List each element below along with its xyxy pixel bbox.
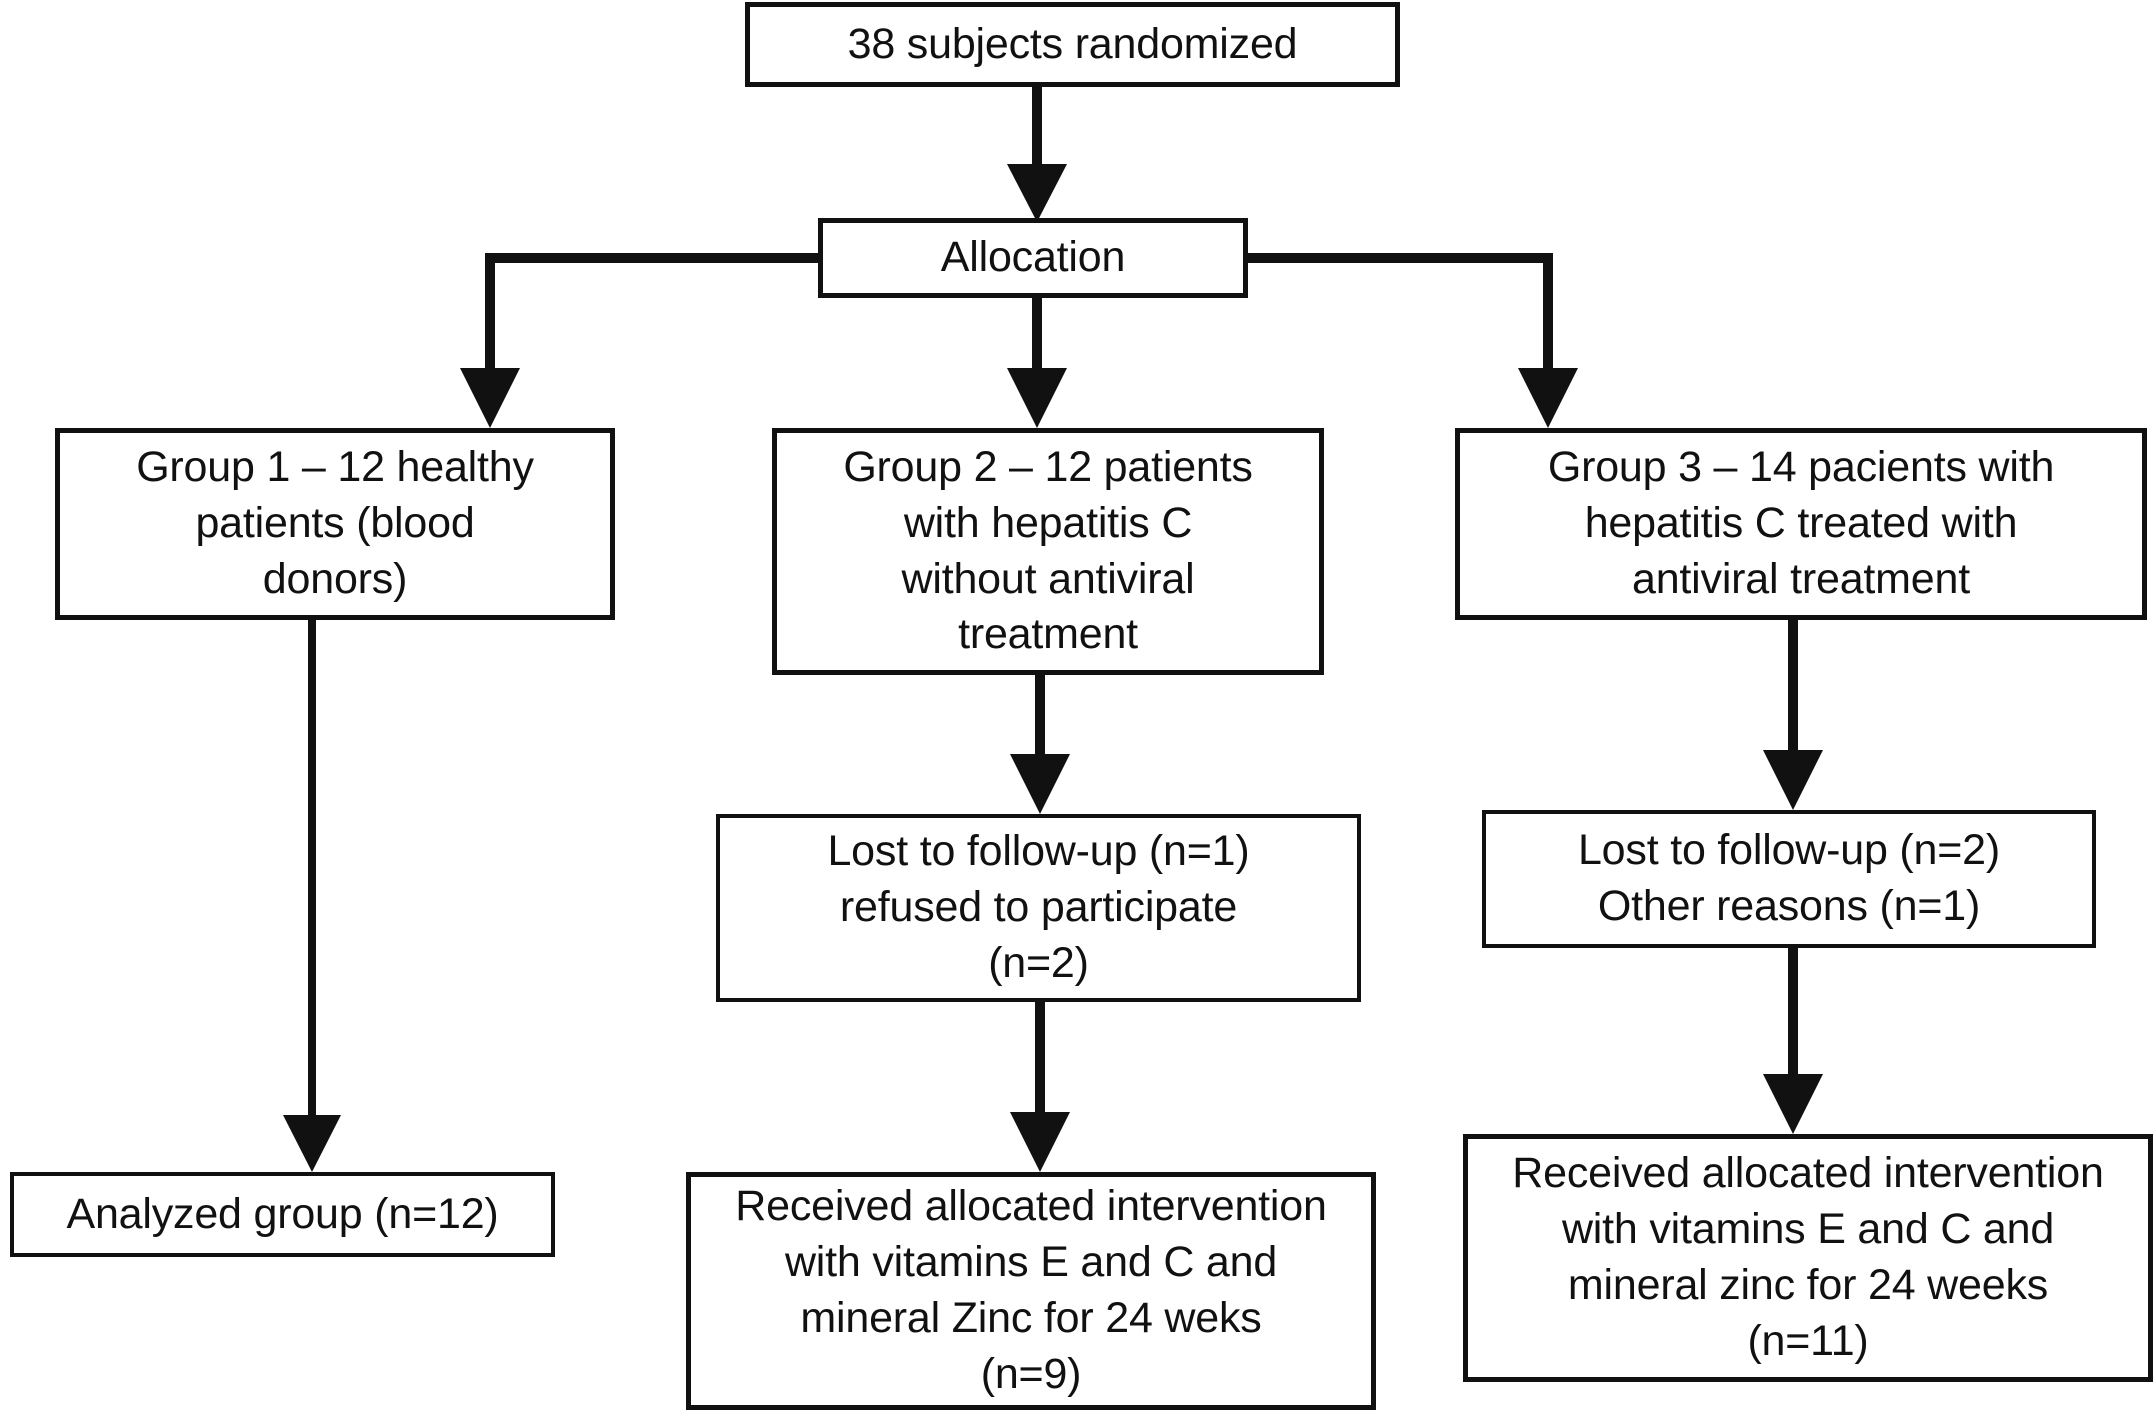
edge-lost-followup-3-to-received-3 (1763, 948, 1823, 1134)
node-allocation[interactable]: Allocation (818, 218, 1248, 298)
edge-allocation-to-group1 (460, 253, 818, 428)
node-received-intervention-group-3[interactable]: Received allocated intervention with vit… (1463, 1134, 2153, 1382)
node-group-3[interactable]: Group 3 – 14 pacients with hepatitis C t… (1455, 428, 2147, 620)
node-group-2[interactable]: Group 2 – 12 patients with hepatitis C w… (772, 428, 1324, 675)
node-received-intervention-group-2-label: Received allocated intervention with vit… (735, 1182, 1327, 1398)
node-group-3-label: Group 3 – 14 pacients with hepatitis C t… (1547, 443, 2055, 603)
node-group-2-label: Group 2 – 12 patients with hepatitis C w… (843, 442, 1253, 659)
node-received-intervention-group-2[interactable]: Received allocated intervention with vit… (686, 1172, 1376, 1410)
node-lost-followup-group-3-label: Lost to follow-up (n=2) Other reasons (n… (1577, 826, 2001, 930)
node-analyzed-group-label: Analyzed group (n=12) (66, 1189, 499, 1238)
node-enrollment-label: 38 subjects randomized (847, 19, 1298, 68)
node-enrollment[interactable]: 38 subjects randomized (745, 2, 1400, 87)
edge-lost-followup-2-to-received-2 (1010, 1002, 1070, 1172)
node-analyzed-group[interactable]: Analyzed group (n=12) (10, 1172, 555, 1257)
edge-group2-to-lost-followup-2 (1010, 675, 1070, 814)
edge-group1-to-analyzed-group (283, 620, 341, 1172)
node-received-intervention-group-3-label: Received allocated intervention with vit… (1512, 1149, 2104, 1365)
node-lost-followup-group-2[interactable]: Lost to follow-up (n=1) refused to parti… (716, 814, 1361, 1002)
node-lost-followup-group-3[interactable]: Lost to follow-up (n=2) Other reasons (n… (1482, 810, 2096, 948)
node-group-1-label: Group 1 – 12 healthy patients (blood don… (136, 443, 534, 603)
node-group-1[interactable]: Group 1 – 12 healthy patients (blood don… (55, 428, 615, 620)
edge-enrollment-to-allocation (1007, 87, 1067, 222)
edge-allocation-to-group2 (1007, 298, 1067, 428)
edge-group3-to-lost-followup-3 (1763, 620, 1823, 810)
node-lost-followup-group-2-label: Lost to follow-up (n=1) refused to parti… (827, 827, 1250, 987)
edge-allocation-to-group3 (1248, 253, 1578, 428)
node-allocation-label: Allocation (940, 233, 1126, 282)
